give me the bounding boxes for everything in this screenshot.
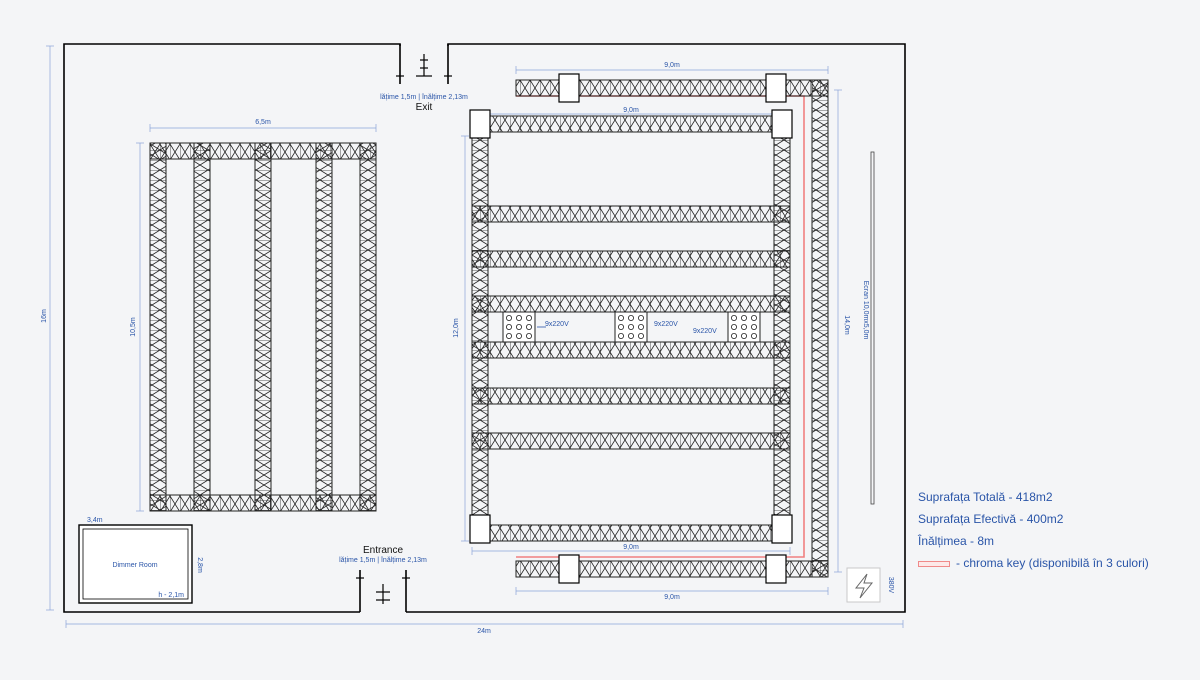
hall-walls (63, 43, 906, 613)
exit-size-label: lățime 1,5m | înălțime 2,13m (380, 94, 468, 101)
entrance-label: Entrance (363, 545, 403, 556)
projection-screen (870, 151, 875, 505)
outer-bottom-width-label: 9,0m (664, 594, 680, 601)
power-outlet-label-1: 9x220V (545, 321, 569, 328)
dimmer-room (78, 524, 193, 604)
dimension-lines (46, 45, 904, 628)
legend-height: Înălțimea - 8m (918, 534, 995, 548)
dimmer-width-label: 3,4m (87, 517, 103, 524)
truss-base-blocks (469, 73, 793, 584)
legend-chroma-key-label: - chroma key (disponibilă în 3 culori) (956, 556, 1149, 570)
legend-total-area: Suprafața Totală - 418m2 (918, 490, 1053, 504)
exit-door-icon (396, 54, 452, 77)
screen-label: Ecran 10,0mx5,0m (862, 281, 869, 340)
dimmer-room-label: Dimmer Room (112, 562, 157, 569)
inner-top-width-label: 9,0m (623, 107, 639, 114)
power-outlet-group-1 (502, 311, 546, 343)
legend-chroma-key: - chroma key (disponibilă în 3 culori) (918, 552, 1190, 574)
outer-truss-frame (515, 79, 829, 578)
power-380v-box (846, 567, 881, 603)
power-outlet-group-3 (727, 311, 761, 343)
power-outlet-label-2: 9x220V (654, 321, 678, 328)
left-grid-width-label: 6,5m (255, 119, 271, 126)
inner-height-label: 12,0m (453, 318, 460, 338)
power-outlet-group-2 (614, 311, 648, 343)
exit-label: Exit (416, 102, 433, 113)
left-grid-height-label: 10,5m (130, 317, 137, 337)
entrance-door-icon (356, 577, 410, 604)
legend-effective-area: Suprafața Efectivă - 400m2 (918, 512, 1064, 526)
power-outlet-label-3: 9x220V (693, 328, 717, 335)
entrance-size-label: lățime 1,5m | înălțime 2,13m (339, 557, 427, 564)
dimmer-height-label: h - 2,1m (158, 592, 184, 599)
outer-height-label: 14,0m (843, 315, 850, 335)
dimmer-depth-label: 2,8m (196, 557, 203, 573)
outer-top-width-label: 9,0m (664, 62, 680, 69)
legend: Suprafața Totală - 418m2 Suprafața Efect… (918, 486, 1190, 574)
hall-width-label: 24m (477, 628, 491, 635)
inner-bottom-width-label: 9,0m (623, 544, 639, 551)
left-truss-grid (149, 142, 377, 512)
power-380v-label: 380V (887, 577, 894, 594)
inner-truss-frame (471, 115, 791, 542)
chroma-key-swatch (918, 560, 950, 567)
lightning-icon (854, 573, 874, 599)
hall-height-label: 16m (41, 309, 48, 323)
